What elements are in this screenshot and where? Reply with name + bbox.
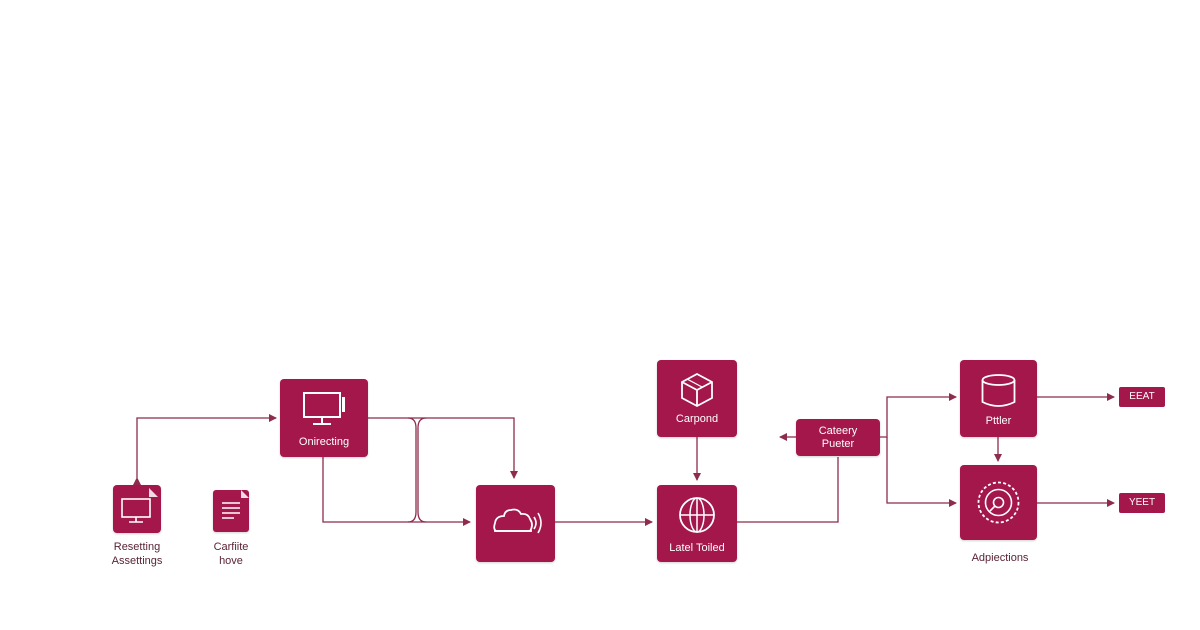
label-resetting: Resetting Assettings [111,541,163,567]
connector-onirecting-cloud-bottom [322,457,471,526]
node-carfiite[interactable] [213,490,249,532]
node-resetting[interactable] [113,485,161,533]
connector-cateery-pttler [880,393,957,438]
node-cateery[interactable]: Cateery Pueter [796,419,880,456]
node-carpond-label: Carpond [675,413,719,425]
monitor-icon [303,392,345,425]
label-carfiite: Carfiite hove [213,541,249,567]
connector-cateery-adpiections [886,437,957,507]
node-latel[interactable]: Latel Toiled [657,485,737,562]
dial-icon [977,481,1020,524]
label-adpiections: Adpiections [971,552,1029,564]
connector-bracket-left [407,417,417,523]
node-adpiections[interactable] [960,465,1037,540]
tag-yeet[interactable]: YEET [1119,493,1165,513]
connector-bracket-right [417,417,427,523]
node-onirecting[interactable]: Onirecting [280,379,368,457]
node-cateery-label: Cateery Pueter [818,425,858,450]
connector-resetting-onirecting [133,414,277,485]
node-onirecting-label: Onirecting [298,436,350,448]
globe-icon [679,497,715,533]
node-latel-label: Latel Toiled [669,542,725,554]
node-carpond[interactable]: Carpond [657,360,737,437]
monitor-icon [121,488,158,523]
node-pttler-label: Pttler [985,415,1012,427]
cloud-signal-icon [493,508,542,534]
connector-latel-cateery [737,457,839,523]
document-icon [222,490,249,519]
node-pttler[interactable]: Pttler [960,360,1037,437]
tag-eeat[interactable]: EEAT [1119,387,1165,407]
cube-icon [681,372,713,408]
database-icon [981,374,1016,407]
connector-onirecting-cloud-top [368,417,518,479]
node-cloud[interactable] [476,485,555,562]
